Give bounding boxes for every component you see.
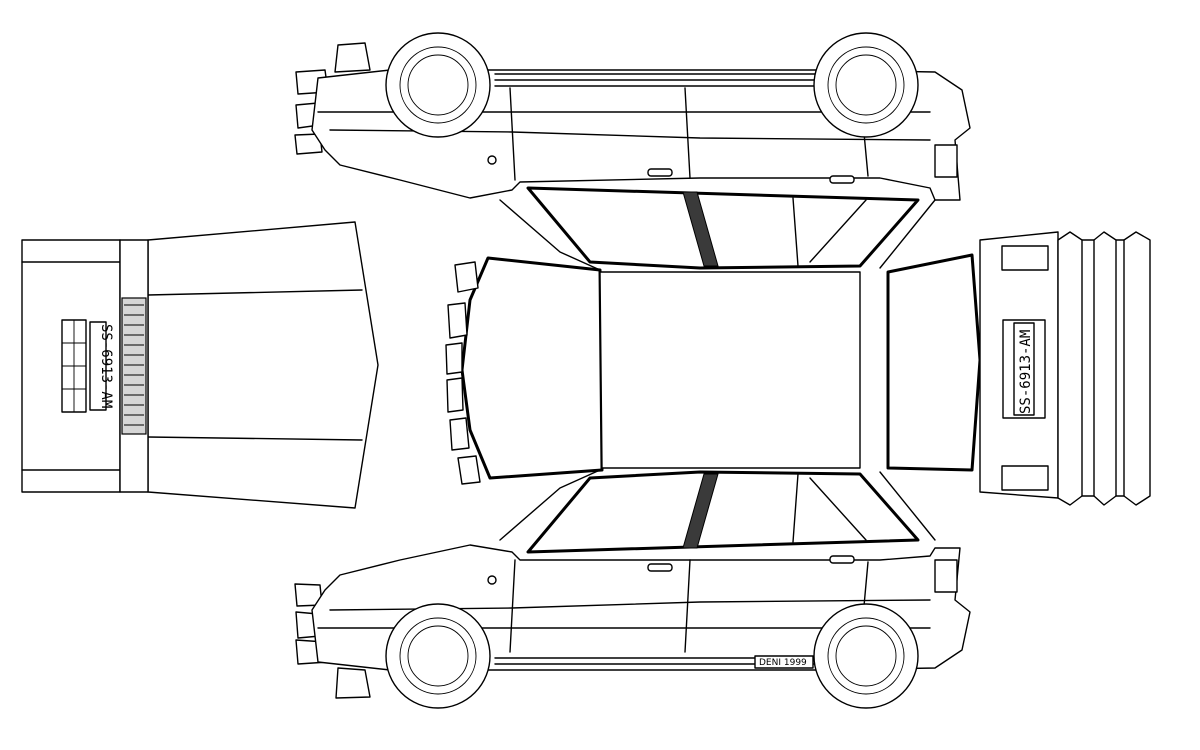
- fuel-cap: [487, 155, 497, 165]
- windshield-rear: [887, 254, 981, 471]
- wheel-tire: [385, 32, 491, 138]
- b-pillar: [682, 473, 719, 549]
- tail-light: [934, 559, 958, 593]
- tail-light: [934, 144, 958, 178]
- hood-crease: [147, 436, 363, 441]
- fold-line: [879, 471, 936, 541]
- glue-tab: [294, 133, 323, 155]
- headlight-lens: [62, 320, 86, 412]
- wheel-tire: [813, 603, 919, 709]
- fold-line: [499, 469, 601, 541]
- wheel-hub: [835, 625, 897, 687]
- door-handle: [647, 168, 673, 177]
- fold-line: [499, 199, 601, 271]
- grille-slats: [124, 304, 144, 426]
- front-panel: SS-6913-AM: [21, 221, 379, 509]
- wheel-rim: [399, 617, 477, 695]
- glue-tab: [457, 455, 481, 485]
- wheel-rim: [399, 46, 477, 124]
- glue-tab: [447, 302, 468, 339]
- glue-tab: [449, 417, 470, 451]
- wheel-hub: [835, 54, 897, 116]
- fuel-cap: [487, 575, 497, 585]
- signature-text: DENI 1999: [759, 658, 807, 668]
- door-handle: [829, 555, 855, 564]
- glue-tab: [446, 377, 464, 413]
- top-side-panel: [294, 32, 971, 271]
- roof: [599, 271, 861, 469]
- rear-light-top: [1001, 245, 1049, 271]
- hood: [147, 221, 379, 509]
- wheel-tire: [813, 32, 919, 138]
- glue-tab: [335, 667, 371, 699]
- grille: [121, 297, 147, 435]
- door-seam: [684, 87, 691, 179]
- door-handle: [829, 175, 855, 184]
- door-seam: [509, 87, 516, 181]
- rear-bumper: [1123, 231, 1151, 506]
- window-pillar: [809, 477, 867, 541]
- windshield-rear-frame: [886, 253, 982, 472]
- rear-plate-inner: [1013, 322, 1035, 416]
- wheel-rim: [827, 617, 905, 695]
- windshield-front: [461, 257, 603, 479]
- side-window-frame: [526, 470, 920, 554]
- door-seam: [684, 559, 691, 653]
- glue-tab: [334, 42, 371, 73]
- rear-plate-text: SS-6913-AM: [1018, 330, 1034, 414]
- rear-panel: SS-6913-AM: [979, 231, 1151, 506]
- rear-light-bottom: [1001, 465, 1049, 491]
- rear-bumper: [1057, 231, 1083, 506]
- signature-plate: [754, 655, 814, 669]
- window-pillar: [809, 199, 867, 263]
- wheel-tire: [385, 603, 491, 709]
- hood-crease: [147, 289, 363, 296]
- glue-tab: [454, 261, 479, 293]
- window-pillar: [792, 197, 799, 267]
- rear-bumper: [1093, 231, 1117, 506]
- b-pillar: [682, 191, 719, 267]
- door-handle: [647, 563, 673, 572]
- fold-line: [879, 199, 936, 269]
- wheel-hub: [407, 625, 469, 687]
- front-plate: [89, 321, 107, 411]
- door-seam: [509, 559, 516, 653]
- wheel-rim: [827, 46, 905, 124]
- roof-panel: [445, 253, 982, 485]
- bumper-line: [1081, 239, 1125, 497]
- front-plate-text: SS-6913-AM: [98, 324, 114, 408]
- bottom-side-panel: DENI 1999: [294, 469, 971, 709]
- wheel-hub: [407, 54, 469, 116]
- glue-tab: [445, 342, 463, 375]
- window-pillar: [792, 473, 799, 543]
- bumper-line: [21, 261, 121, 471]
- side-window-frame: [526, 186, 920, 270]
